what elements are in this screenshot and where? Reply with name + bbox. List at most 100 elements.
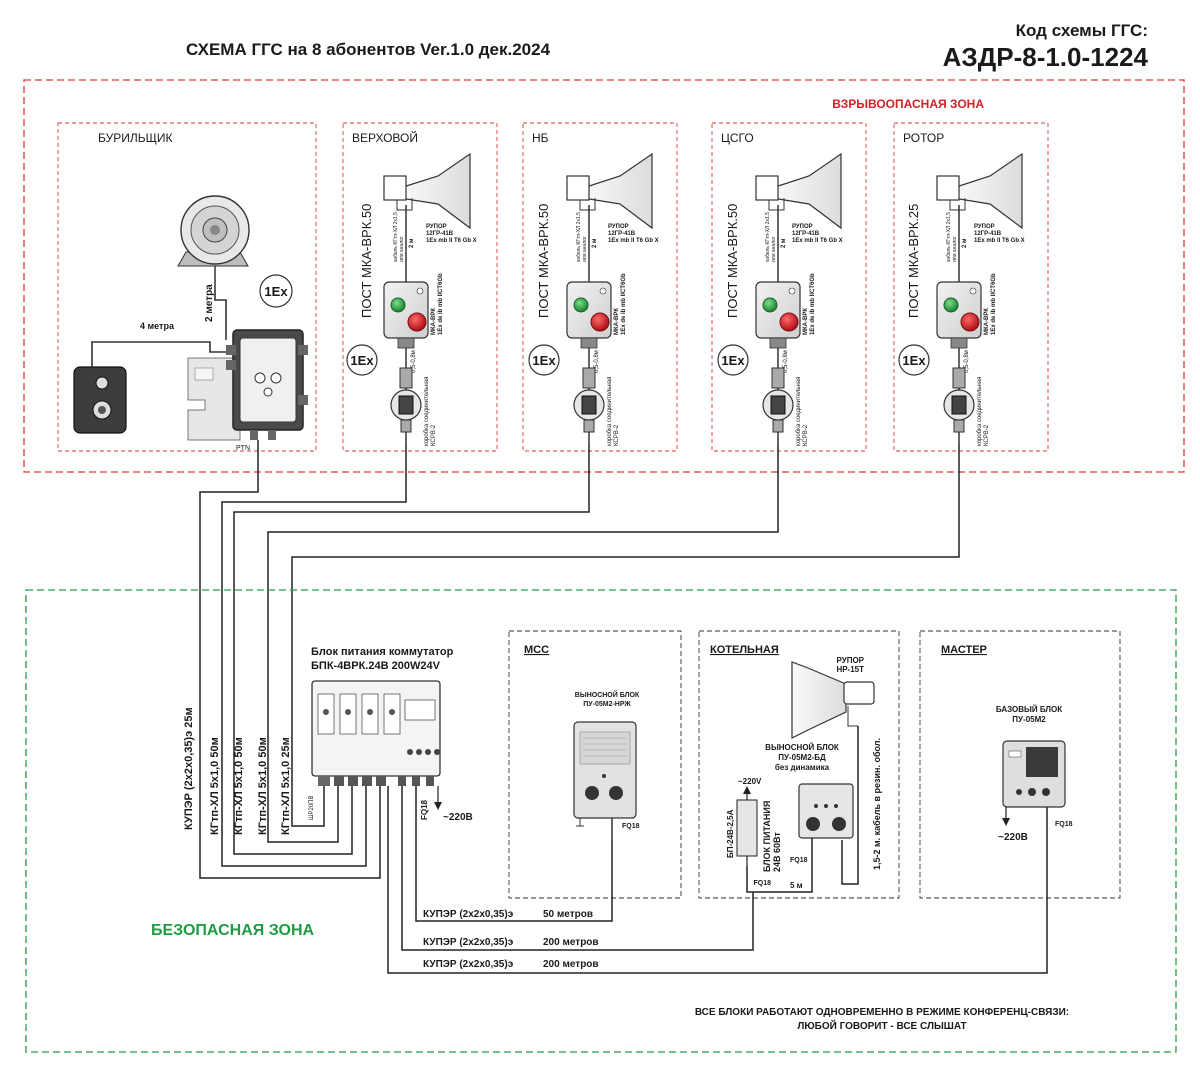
driller-area-border [57,122,317,452]
mss-fq: FQ18 [622,823,640,830]
trunk-master [387,786,1048,974]
ex-badge-icon: 1Ex [898,344,930,376]
trunk-mss-length: 50 метров [543,909,593,920]
boiler-psu-model: БП-24В-2,5А [726,809,735,858]
svg-text:12ГР-41В: 12ГР-41В [792,231,820,237]
power-unit-title-2: БПК-4ВРК.24В 200W24V [311,660,441,672]
svg-text:1Ex de ib mb IICT6Gb: 1Ex de ib mb IICT6Gb [810,273,816,335]
boiler-fq-unit: FQ18 [790,857,808,864]
post-area-border [342,122,498,452]
post-model-label: ПОСТ МКА-ВРК.50 [725,204,740,318]
mss-area-border [508,630,682,899]
diagram-title: СХЕМА ГГС на 8 абонентов Ver.1.0 дек.202… [186,40,551,59]
svg-text:1Ex mb II T6 Gb X: 1Ex mb II T6 Gb X [426,238,477,244]
footer-note-line1: ВСЕ БЛОКИ РАБОТАЮТ ОДНОВРЕМЕННО В РЕЖИМЕ… [695,1007,1069,1018]
svg-text:коробка соединительная: коробка соединительная [607,377,613,446]
boiler-fq-psu: FQ18 [753,880,771,887]
cable-label-kgtp-1: КГтп-ХЛ 5х1,0 50м [209,737,221,835]
svg-text:кабель КГтп-ХЛ 2х1,5: кабель КГтп-ХЛ 2х1,5 [576,212,582,262]
master-base-unit [1002,740,1066,826]
svg-text:КСРВ-2: КСРВ-2 [803,424,809,446]
svg-text:или аналог: или аналог [771,236,777,262]
post-model-label: ПОСТ МКА-ВРК.25 [906,204,921,318]
cable-speaker-to-box [214,290,227,340]
svg-text:РУПОР: РУПОР [608,224,629,230]
master-device-line2: ПУ-05М2 [1012,715,1046,724]
trunk-cables [387,786,1048,974]
svg-text:РУПОР: РУПОР [792,224,813,230]
cable-run-post-2 [233,444,590,855]
svg-text:0,5-0,8м: 0,5-0,8м [594,350,600,373]
svg-text:1Ex: 1Ex [264,284,288,299]
svg-text:коробка соединительная: коробка соединительная [977,377,983,446]
post-group-1: ВЕРХОВОЙ ПОСТ МКА-ВРК.50 РУПОР 12ГР-41В … [342,122,498,452]
svg-text:МКА-ВРК: МКА-ВРК [803,308,809,335]
boiler-area-border [698,630,900,899]
svg-text:МКА-ВРК: МКА-ВРК [984,308,990,335]
cable-runs [199,440,960,879]
svg-text:1Ex: 1Ex [902,353,926,368]
boiler-psu-mains: ~220V [738,777,762,786]
svg-text:1Ex de ib mb IICT6Gb: 1Ex de ib mb IICT6Gb [991,273,997,335]
svg-text:12ГР-41В: 12ГР-41В [974,231,1002,237]
post-title: ВЕРХОВОЙ [352,130,418,145]
horn-speaker-icon [383,152,471,283]
post-group-4: РОТОР ПОСТ МКА-ВРК.25 РУПОР 12ГР-41В 1Ex… [893,122,1049,452]
svg-text:0,5-0,8м: 0,5-0,8м [783,350,789,373]
boiler-title: КОТЕЛЬНАЯ [710,644,779,656]
power-unit-fq: FQ18 [420,799,429,820]
master-mains: ~220В [998,832,1028,843]
svg-text:коробка соединительная: коробка соединительная [796,377,802,446]
svg-text:кабель КГтп-ХЛ 2х1,5: кабель КГтп-ХЛ 2х1,5 [393,212,399,262]
junction-box-icon [762,367,794,444]
horn-speaker-icon [791,661,875,739]
trunk-master-length: 200 метров [543,959,599,970]
junction-box-icon [573,367,605,444]
power-unit-mains: ~220В [443,812,473,823]
svg-text:12ГР-41В: 12ГР-41В [426,231,454,237]
mounting-plate [187,357,241,441]
post-group-3: ЦСГО ПОСТ МКА-ВРК.50 РУПОР 12ГР-41В 1Ex … [711,122,867,452]
svg-text:1Ex de ib mb IICT6Gb: 1Ex de ib mb IICT6Gb [621,273,627,335]
mss-device-line1: ВЫНОСНОЙ БЛОК [575,690,640,699]
trunk-boiler [401,786,754,951]
scheme-code-label: Код схемы ГГС: [1016,21,1148,40]
boiler-horn-line2: НР-15Т [836,665,864,674]
driller-title: БУРИЛЬЩИК [98,131,172,145]
trunk-master-cable: КУПЭР (2х2х0,35)э [423,959,514,970]
svg-text:1Ex mb II T6 Gb X: 1Ex mb II T6 Gb X [974,238,1025,244]
post-group-2: НБ ПОСТ МКА-ВРК.50 РУПОР 12ГР-41В 1Ex mb… [522,122,678,452]
trunk-boiler-cable: КУПЭР (2х2х0,35)э [423,937,514,948]
boiler-cable-5m: 5 м [790,881,803,890]
power-unit-connector: ШР20ПВ [309,796,315,821]
boiler-rubber-cable: 1,5-2 м. кабель в резин. обол. [872,738,882,870]
cable-label-kuper-25m: КУПЭР (2х2х0,35)э 25м [183,707,195,830]
svg-text:или аналог: или аналог [399,236,405,262]
horn-speaker-icon [566,152,653,283]
driller-cable-2m-label: 2 метра [204,284,215,322]
driller-panel-device [73,366,127,434]
svg-text:КСРВ-2: КСРВ-2 [614,424,620,446]
boiler-device-line1: ВЫНОСНОЙ БЛОК [765,743,839,752]
svg-text:кабель КГтп-ХЛ 2х1,5: кабель КГтп-ХЛ 2х1,5 [946,212,952,262]
driller-control-box [226,329,308,440]
svg-text:КСРВ-2: КСРВ-2 [984,424,990,446]
safe-zone-label: БЕЗОПАСНАЯ ЗОНА [151,922,315,939]
master-area-border [919,630,1121,899]
power-unit-device [311,680,441,786]
svg-text:2 м: 2 м [781,238,787,248]
post-model-label: ПОСТ МКА-ВРК.50 [359,204,374,318]
svg-text:1Ex de ib mb IICT6Gb: 1Ex de ib mb IICT6Gb [438,273,444,335]
svg-text:1Ex mb II T6 Gb X: 1Ex mb II T6 Gb X [608,238,659,244]
svg-text:коробка соединительная: коробка соединительная [424,377,430,446]
post-title: РОТОР [903,131,944,145]
svg-text:РУПОР: РУПОР [426,224,447,230]
trunk-mss-cable: КУПЭР (2х2х0,35)э [423,909,514,920]
post-model-label: ПОСТ МКА-ВРК.50 [536,204,551,318]
round-speaker-icon [177,195,250,290]
mss-remote-unit [573,721,637,840]
horn-speaker-icon [755,152,842,283]
cable-label-kgtp-4: КГтп-ХЛ 5х1,0 25м [280,737,292,835]
boiler-horn-line1: РУПОР [836,656,864,665]
cable-psu-to-unit [746,866,813,893]
